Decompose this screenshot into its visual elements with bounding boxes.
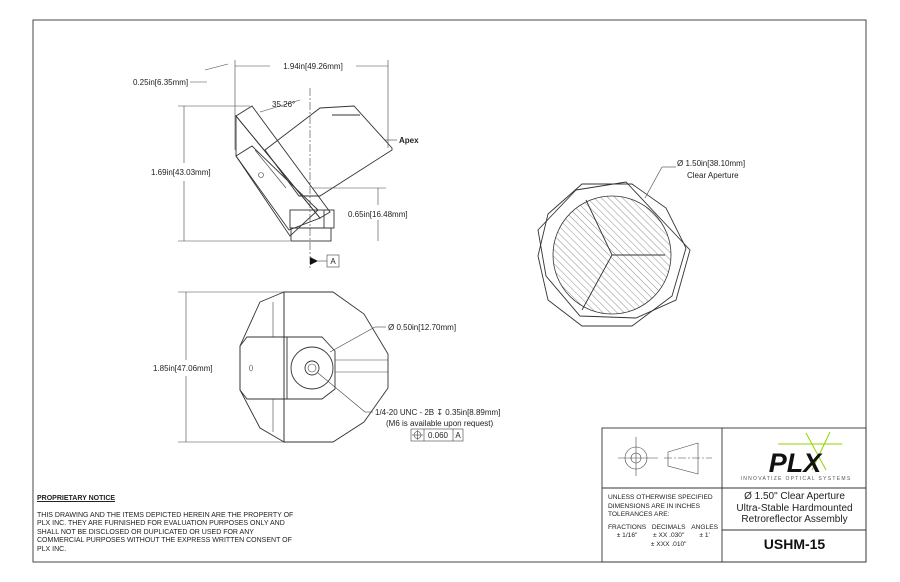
fractions-value: ± 1/16" <box>616 532 638 539</box>
sheet-border <box>32 19 867 563</box>
thread-note: (M6 is available upon request) <box>386 419 494 428</box>
notice-body: THIS DRAWING AND THE ITEMS DEPICTED HERE… <box>37 511 294 553</box>
description-line-3: Retroreflector Assembly <box>741 514 848 525</box>
tolerance-datum: A <box>455 431 461 440</box>
angles-value: ± 1' <box>699 532 710 539</box>
aperture-dimension: Ø 1.50in[38.10mm] <box>677 159 745 168</box>
height-dimension: 1.69in[43.03mm] <box>151 168 211 177</box>
apex-label: Apex <box>399 136 419 145</box>
bottom-height-dimension: 1.85in[47.06mm] <box>153 364 213 373</box>
description-line-2: Ultra-Stable Hardmounted <box>736 502 853 514</box>
decimals-value-2: ± XXX .010" <box>650 540 687 548</box>
logo-text: PLX <box>769 448 824 478</box>
bottom-view: 1.85in[47.06mm] Ø 0.50in[12.70mm] 1/4-20… <box>153 291 500 443</box>
title-block: PLX <box>601 427 867 563</box>
part-number: USHM-15 <box>763 536 826 552</box>
tolerance-heading: UNLESS OTHERWISE SPECIFIED DIMENSIONS AR… <box>608 494 713 518</box>
part-description: Ø 1.50" Clear Aperture Ultra-Stable Hard… <box>723 491 866 526</box>
side-view: 1.94in[49.26mm] 0.25in[6.35mm] 35.26° Ap… <box>133 60 419 270</box>
side-width-dimension: 1.94in[49.26mm] <box>283 62 343 71</box>
thickness-dimension: 0.25in[6.35mm] <box>133 78 188 87</box>
third-angle-projection-icon <box>618 437 712 476</box>
fractions-label: FRACTIONS <box>608 523 647 531</box>
datum-label: A <box>330 257 336 266</box>
tolerance-block: UNLESS OTHERWISE SPECIFIED DIMENSIONS AR… <box>608 494 718 549</box>
boss-diameter-dimension: Ø 0.50in[12.70mm] <box>388 323 456 332</box>
apex-height-dimension: 0.65in[16.48mm] <box>348 210 408 219</box>
aperture-label: Clear Aperture <box>687 171 739 180</box>
angles-label: ANGLES <box>691 523 718 531</box>
thread-dimension: 1/4-20 UNC - 2B ↧ 0.35in[8.89mm] <box>375 408 500 417</box>
notice-heading: PROPRIETARY NOTICE <box>37 495 116 502</box>
decimals-value-1: ± XX .030" <box>653 532 685 539</box>
decimals-label: DECIMALS <box>651 523 686 531</box>
description-line-1: Ø 1.50" Clear Aperture <box>744 491 845 502</box>
front-view: Ø 1.50in[38.10mm] Clear Aperture <box>537 159 745 327</box>
plx-logo: PLX <box>769 431 842 478</box>
logo-tagline: INNOVATIZE OPTICAL SYSTEMS <box>740 476 852 482</box>
proprietary-notice: PROPRIETARY NOTICE THIS DRAWING AND THE … <box>37 495 297 555</box>
angle-dimension: 35.26° <box>272 100 295 109</box>
tolerance-value: 0.060 <box>428 431 449 440</box>
